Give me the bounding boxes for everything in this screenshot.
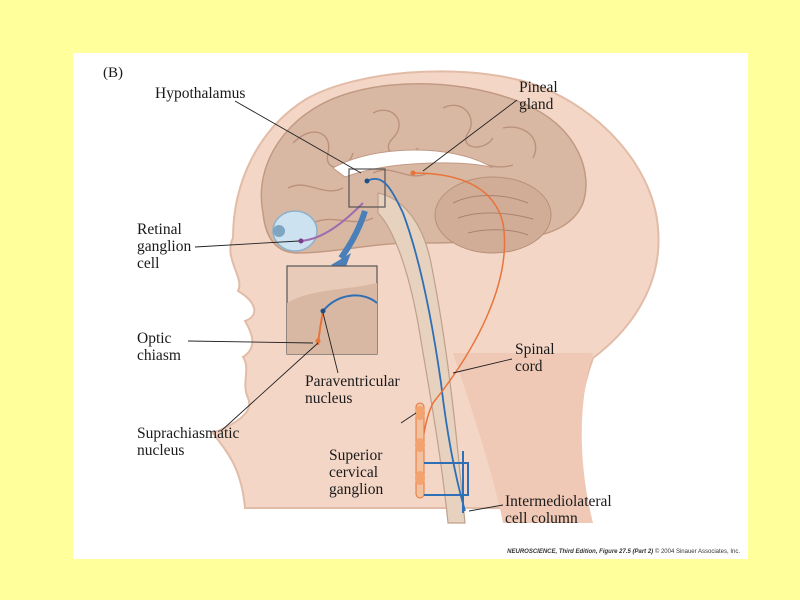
label-paraventricular-nucleus: Paraventricular nucleus: [305, 373, 400, 407]
zoom-arrow: [338, 210, 368, 260]
hypothalamus-box: [348, 168, 386, 208]
neck-shadow: [453, 353, 593, 523]
caption-copyright: © 2004 Sinauer Associates, Inc.: [654, 549, 740, 555]
panel-letter: (B): [103, 65, 123, 81]
iml-connections: [424, 451, 469, 513]
blue-neuron-dot: [364, 178, 370, 184]
inset-tissue: [287, 283, 377, 354]
label-superior-cervical-ganglion: Superior cervical ganglion: [329, 447, 384, 498]
inset-pvn-dot: [320, 308, 326, 314]
label-hypothalamus: Hypothalamus: [155, 85, 246, 102]
label-spinal-cord: Spinal cord: [515, 341, 555, 375]
cerebellum: [434, 176, 552, 254]
label-suprachiasmatic-nucleus: Suprachiasmatic nucleus: [137, 425, 240, 459]
label-retinal-ganglion-cell: Retinal ganglion cell: [137, 221, 192, 272]
caption-book: NEUROSCIENCE, Third Edition, Figure 27.5…: [507, 549, 654, 555]
leader-lines: [187, 99, 518, 512]
ganglion-chain: [415, 402, 425, 499]
pineal-dot: [410, 170, 416, 176]
inset-scn-dot: [315, 338, 321, 344]
label-pineal-gland: Pineal gland: [519, 79, 558, 113]
orange-pathway: [412, 172, 506, 484]
zoom-arrowhead: [331, 253, 351, 269]
figure-caption: NEUROSCIENCE, Third Edition, Figure 27.5…: [507, 549, 740, 555]
label-intermediolateral-cell-column: Intermediolateral cell column: [505, 493, 612, 527]
retinal-tract: [300, 202, 364, 242]
pupil: [273, 225, 285, 237]
corpus-callosum: [332, 149, 494, 178]
spinal-cord: [377, 192, 466, 524]
inset-blue-axon: [322, 294, 378, 312]
label-optic-chiasm: Optic chiasm: [137, 330, 181, 364]
retinal-ganglion-cell-dot: [298, 238, 304, 244]
head-brain-illustration: [187, 70, 660, 524]
figure-panel: (B) Hypothalamus Pineal gland Retinal ga…: [73, 53, 748, 559]
